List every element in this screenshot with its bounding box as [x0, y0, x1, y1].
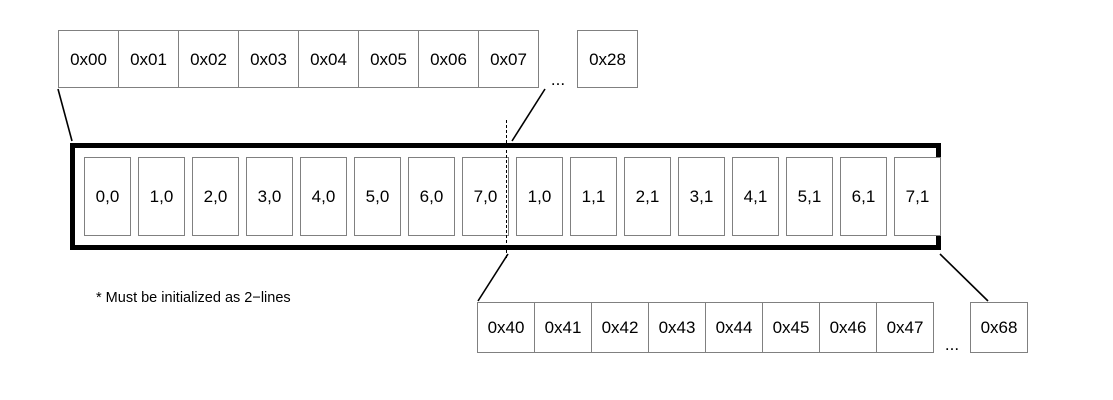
address-cell: 0x40 [477, 302, 535, 353]
memory-cell: 1,1 [570, 157, 617, 236]
memory-cell: 3,0 [246, 157, 293, 236]
memory-cell: 1,0 [516, 157, 563, 236]
top-address-run: 0x00 0x01 0x02 0x03 0x04 0x05 0x06 0x07 [58, 30, 539, 88]
bottom-address-ellipsis: ... [944, 335, 960, 354]
memory-array: 0,0 1,0 2,0 3,0 4,0 5,0 6,0 7,0 1,0 1,1 … [70, 143, 941, 250]
address-cell: 0x01 [118, 30, 179, 88]
memory-cell: 5,0 [354, 157, 401, 236]
memory-cell: 4,1 [732, 157, 779, 236]
top-tail-address-cell: 0x28 [577, 30, 638, 88]
top-address-ellipsis: ... [550, 70, 566, 89]
bottom-address-row: 0x40 0x41 0x42 0x43 0x44 0x45 0x46 0x47 … [477, 302, 1028, 353]
memory-cell: 2,1 [624, 157, 671, 236]
bottom-address-run: 0x40 0x41 0x42 0x43 0x44 0x45 0x46 0x47 [477, 302, 934, 353]
memory-cell: 1,0 [138, 157, 185, 236]
footnote-text: * Must be initialized as 2−lines [96, 290, 291, 306]
bottom-tail-address-cell: 0x68 [970, 302, 1028, 353]
address-cell: 0x03 [238, 30, 299, 88]
memory-cell: 6,0 [408, 157, 455, 236]
memory-cell: 7,0 [462, 157, 509, 236]
address-cell: 0x41 [534, 302, 592, 353]
line-boundary-divider [506, 120, 507, 258]
address-cell: 0x00 [58, 30, 119, 88]
memory-cell: 6,1 [840, 157, 887, 236]
address-cell: 0x06 [418, 30, 479, 88]
address-cell: 0x43 [648, 302, 706, 353]
address-cell: 0x46 [819, 302, 877, 353]
address-cell: 0x02 [178, 30, 239, 88]
address-cell: 0x42 [591, 302, 649, 353]
leader-line-bottom-left [477, 253, 509, 302]
memory-cell: 7,1 [894, 157, 941, 236]
leader-line-top-left [57, 88, 73, 142]
address-cell: 0x44 [705, 302, 763, 353]
top-address-row: 0x00 0x01 0x02 0x03 0x04 0x05 0x06 0x07 … [58, 30, 638, 88]
address-cell: 0x05 [358, 30, 419, 88]
address-cell: 0x04 [298, 30, 359, 88]
memory-cell: 5,1 [786, 157, 833, 236]
address-cell: 0x45 [762, 302, 820, 353]
address-cell: 0x47 [876, 302, 934, 353]
memory-cell: 3,1 [678, 157, 725, 236]
memory-cell: 4,0 [300, 157, 347, 236]
address-cell: 0x07 [478, 30, 539, 88]
memory-cell: 2,0 [192, 157, 239, 236]
leader-line-bottom-right [939, 253, 989, 302]
memory-cell-group: 0,0 1,0 2,0 3,0 4,0 5,0 6,0 7,0 1,0 1,1 … [75, 148, 941, 245]
memory-cell: 0,0 [84, 157, 131, 236]
